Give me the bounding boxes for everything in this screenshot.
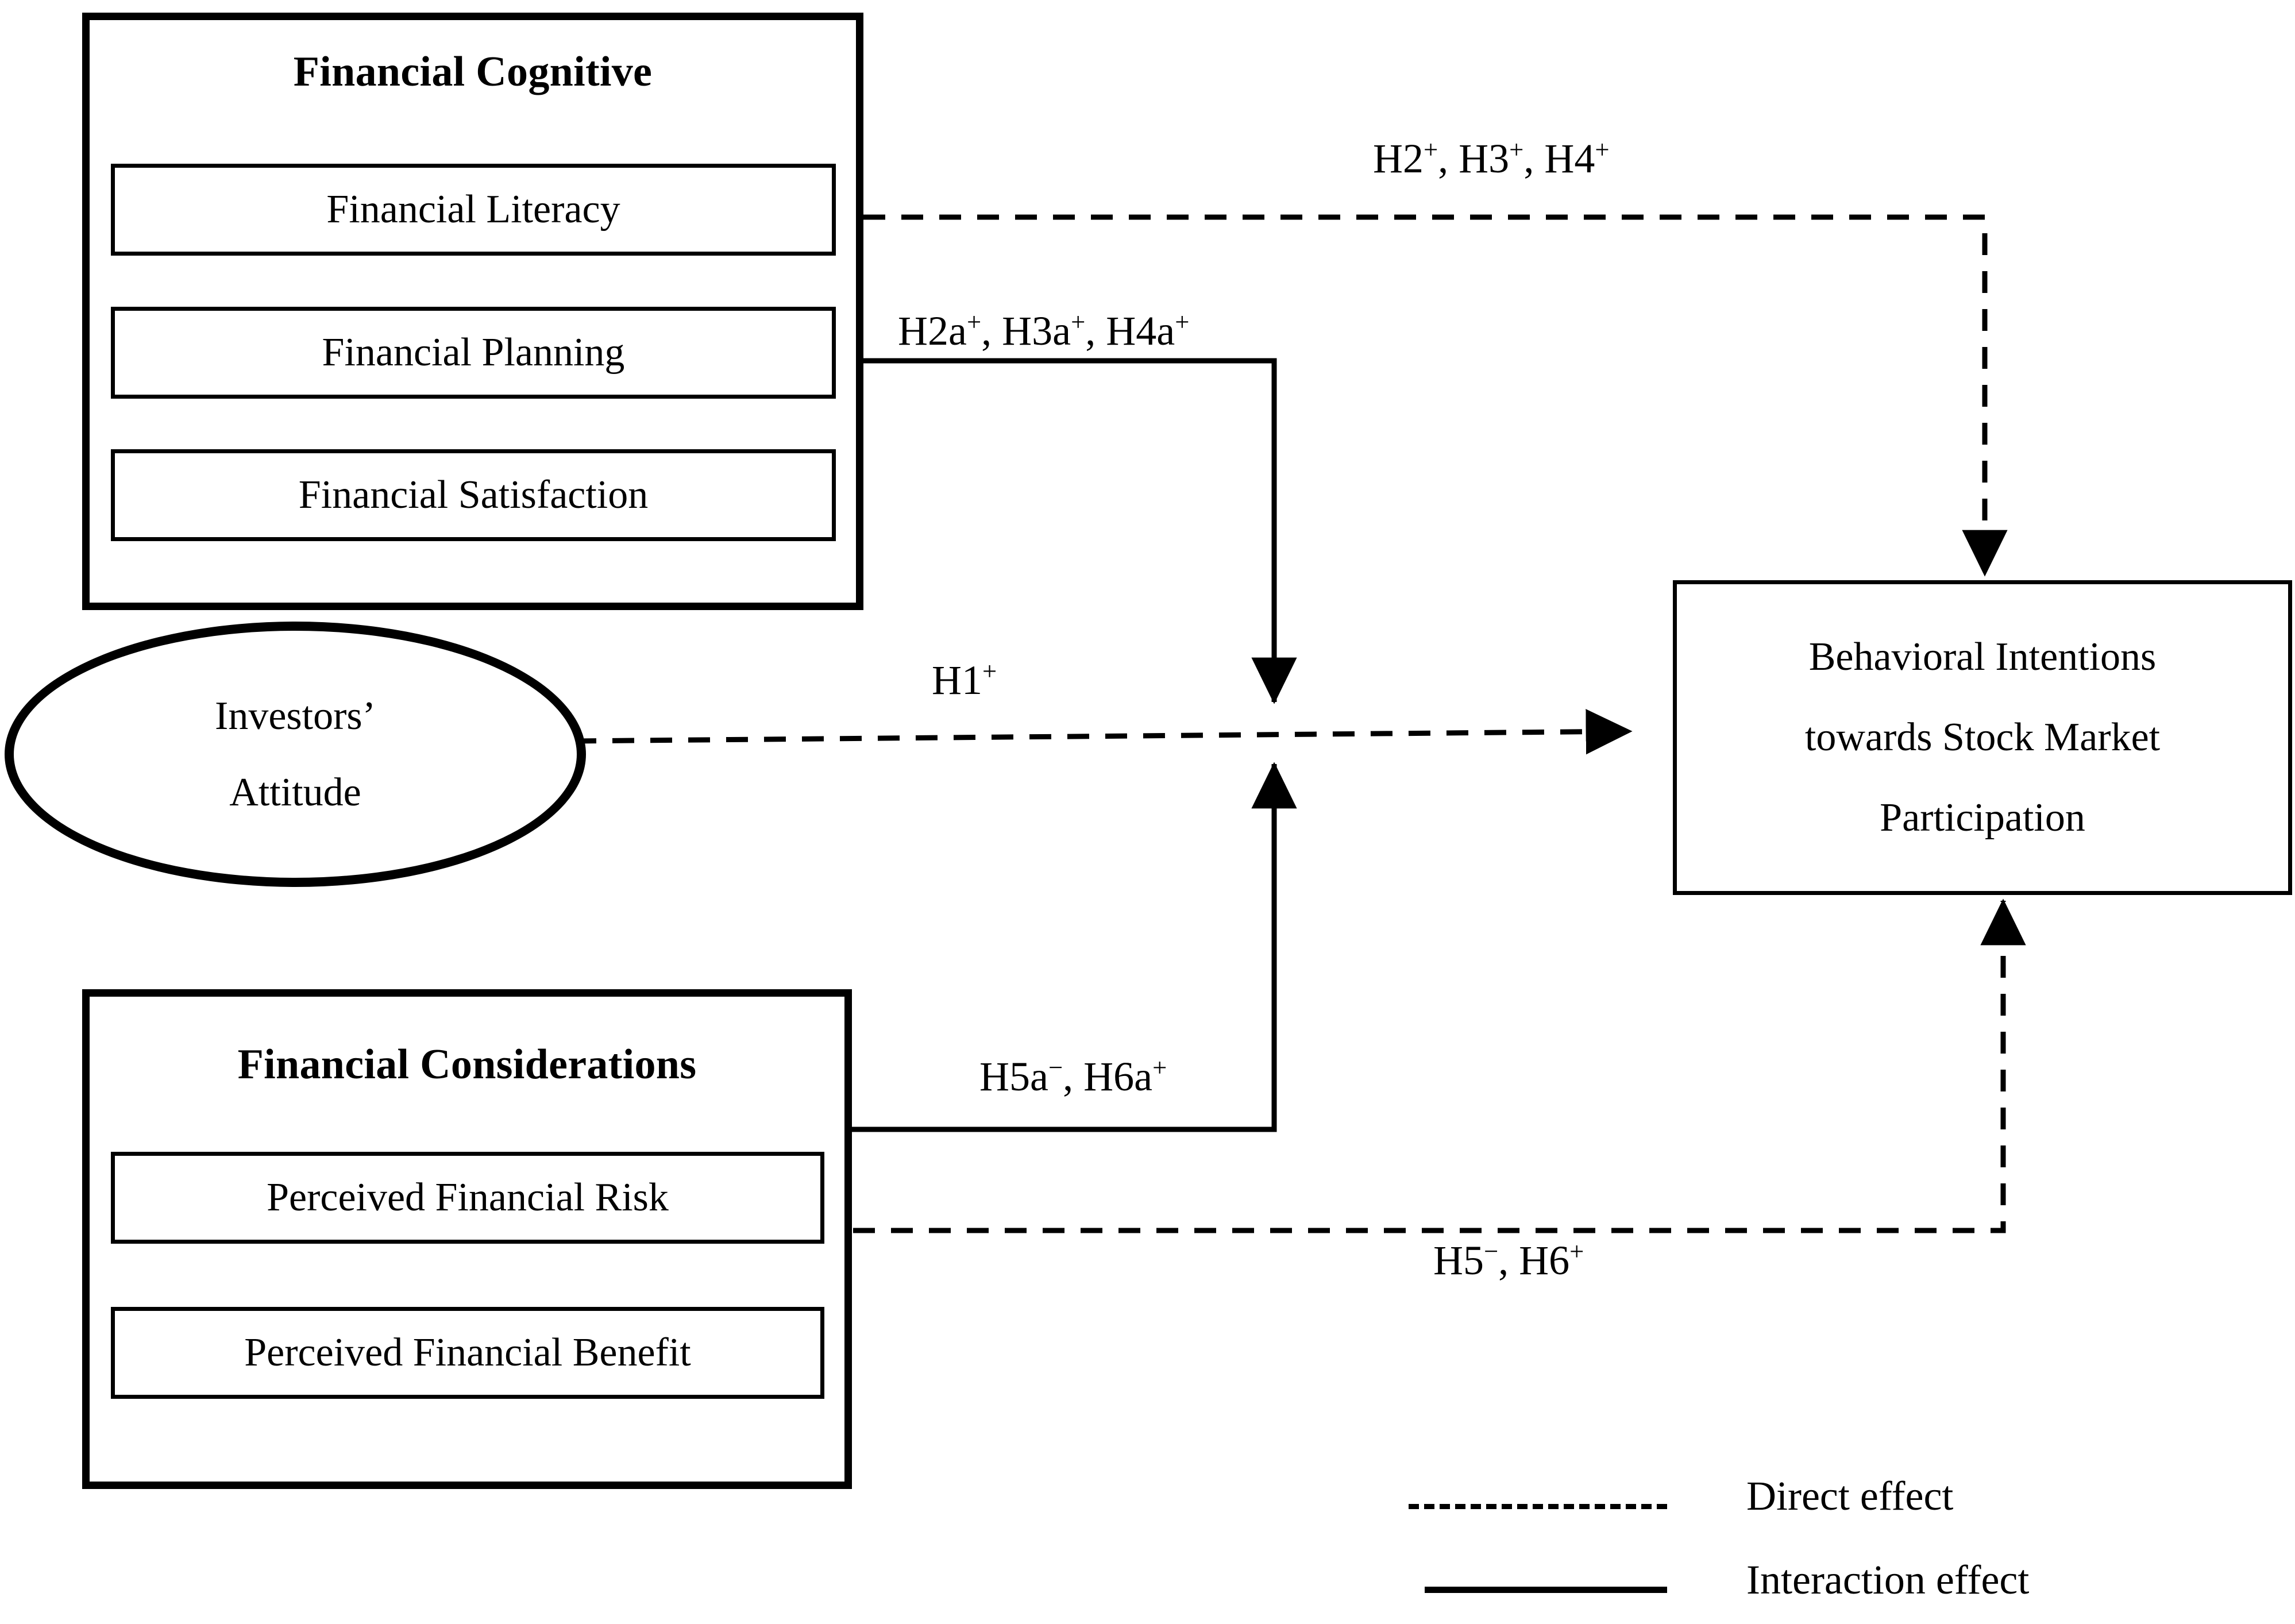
outcome-label-line1: Behavioral Intentions: [1808, 635, 2157, 679]
group-financial-considerations[interactable]: Financial Considerations Perceived Finan…: [82, 989, 852, 1489]
legend-solid-swatch: [1425, 1587, 1667, 1593]
moderator-investors-attitude[interactable]: Investors’ Attitude: [5, 622, 586, 887]
h6-sign: +: [1569, 1237, 1584, 1266]
outcome-label-line3: Participation: [1880, 796, 2085, 840]
path-h1-line: [574, 709, 1633, 755]
h6a-label: H6a: [1083, 1054, 1153, 1100]
h6a-sign: +: [1152, 1053, 1167, 1082]
path-label-h5-h6: H5−, H6+: [1433, 1237, 1584, 1283]
path-label-h2a-h3a-h4a: H2a+, H3a+, H4a+: [898, 307, 1190, 354]
h1-label: H1: [932, 657, 982, 703]
path-label-h2-h3-h4: H2+, H3+, H4+: [1373, 135, 1610, 182]
sep-2: ,: [1523, 136, 1545, 182]
outcome-behavioral-intentions[interactable]: Behavioral Intentions towards Stock Mark…: [1673, 580, 2292, 895]
h4a-sign: +: [1175, 307, 1190, 336]
path-h2a-h3a-h4a-line: [836, 358, 1297, 704]
construct-financial-literacy-label: Financial Literacy: [326, 187, 620, 232]
legend-dashed-swatch: [1409, 1504, 1667, 1509]
h4-sign: +: [1595, 135, 1610, 164]
path-label-h5a-h6a: H5a−, H6a+: [979, 1053, 1167, 1100]
group-financial-cognitive[interactable]: Financial Cognitive Financial Literacy F…: [82, 13, 863, 610]
h2a-label: H2a: [898, 308, 967, 354]
construct-perceived-financial-benefit-label: Perceived Financial Benefit: [244, 1330, 691, 1375]
construct-perceived-financial-risk-label: Perceived Financial Risk: [267, 1175, 669, 1220]
construct-financial-literacy[interactable]: Financial Literacy: [111, 164, 836, 256]
h5-label: H5: [1433, 1237, 1484, 1283]
h4-label: H4: [1544, 136, 1595, 182]
sep-6: ,: [1498, 1237, 1519, 1283]
sep-5: ,: [1063, 1054, 1084, 1100]
h2-label: H2: [1373, 136, 1424, 182]
h1-sign: +: [982, 657, 997, 685]
sep-4: ,: [1085, 308, 1106, 354]
sep-1: ,: [1438, 136, 1459, 182]
group-financial-considerations-title: Financial Considerations: [237, 1041, 697, 1088]
path-label-h1: H1+: [932, 657, 997, 703]
legend-direct-effect-label: Direct effect: [1746, 1473, 1954, 1519]
construct-perceived-financial-risk[interactable]: Perceived Financial Risk: [111, 1152, 824, 1244]
construct-perceived-financial-benefit[interactable]: Perceived Financial Benefit: [111, 1307, 824, 1399]
sep-3: ,: [981, 308, 1002, 354]
h3a-sign: +: [1071, 307, 1086, 336]
h3a-label: H3a: [1002, 308, 1071, 354]
h5a-label: H5a: [979, 1054, 1048, 1100]
construct-financial-satisfaction[interactable]: Financial Satisfaction: [111, 449, 836, 541]
moderator-label-line1: Investors’: [215, 694, 376, 738]
construct-financial-planning[interactable]: Financial Planning: [111, 307, 836, 399]
h2a-sign: +: [966, 307, 982, 336]
moderator-label-line2: Attitude: [229, 770, 361, 815]
group-financial-cognitive-title: Financial Cognitive: [293, 48, 653, 95]
path-h2-h3-h4-line: [863, 214, 2008, 577]
construct-financial-planning-label: Financial Planning: [322, 330, 625, 375]
legend-interaction-effect-label: Interaction effect: [1746, 1557, 2030, 1603]
h3-label: H3: [1459, 136, 1510, 182]
h3-sign: +: [1509, 135, 1524, 164]
h6-label: H6: [1519, 1237, 1570, 1283]
h5-sign: −: [1484, 1237, 1499, 1266]
outcome-label-line2: towards Stock Market: [1804, 715, 2161, 759]
h4a-label: H4a: [1106, 308, 1175, 354]
h5a-sign: −: [1048, 1053, 1063, 1082]
h2-sign: +: [1424, 135, 1438, 164]
construct-financial-satisfaction-label: Financial Satisfaction: [298, 473, 649, 518]
